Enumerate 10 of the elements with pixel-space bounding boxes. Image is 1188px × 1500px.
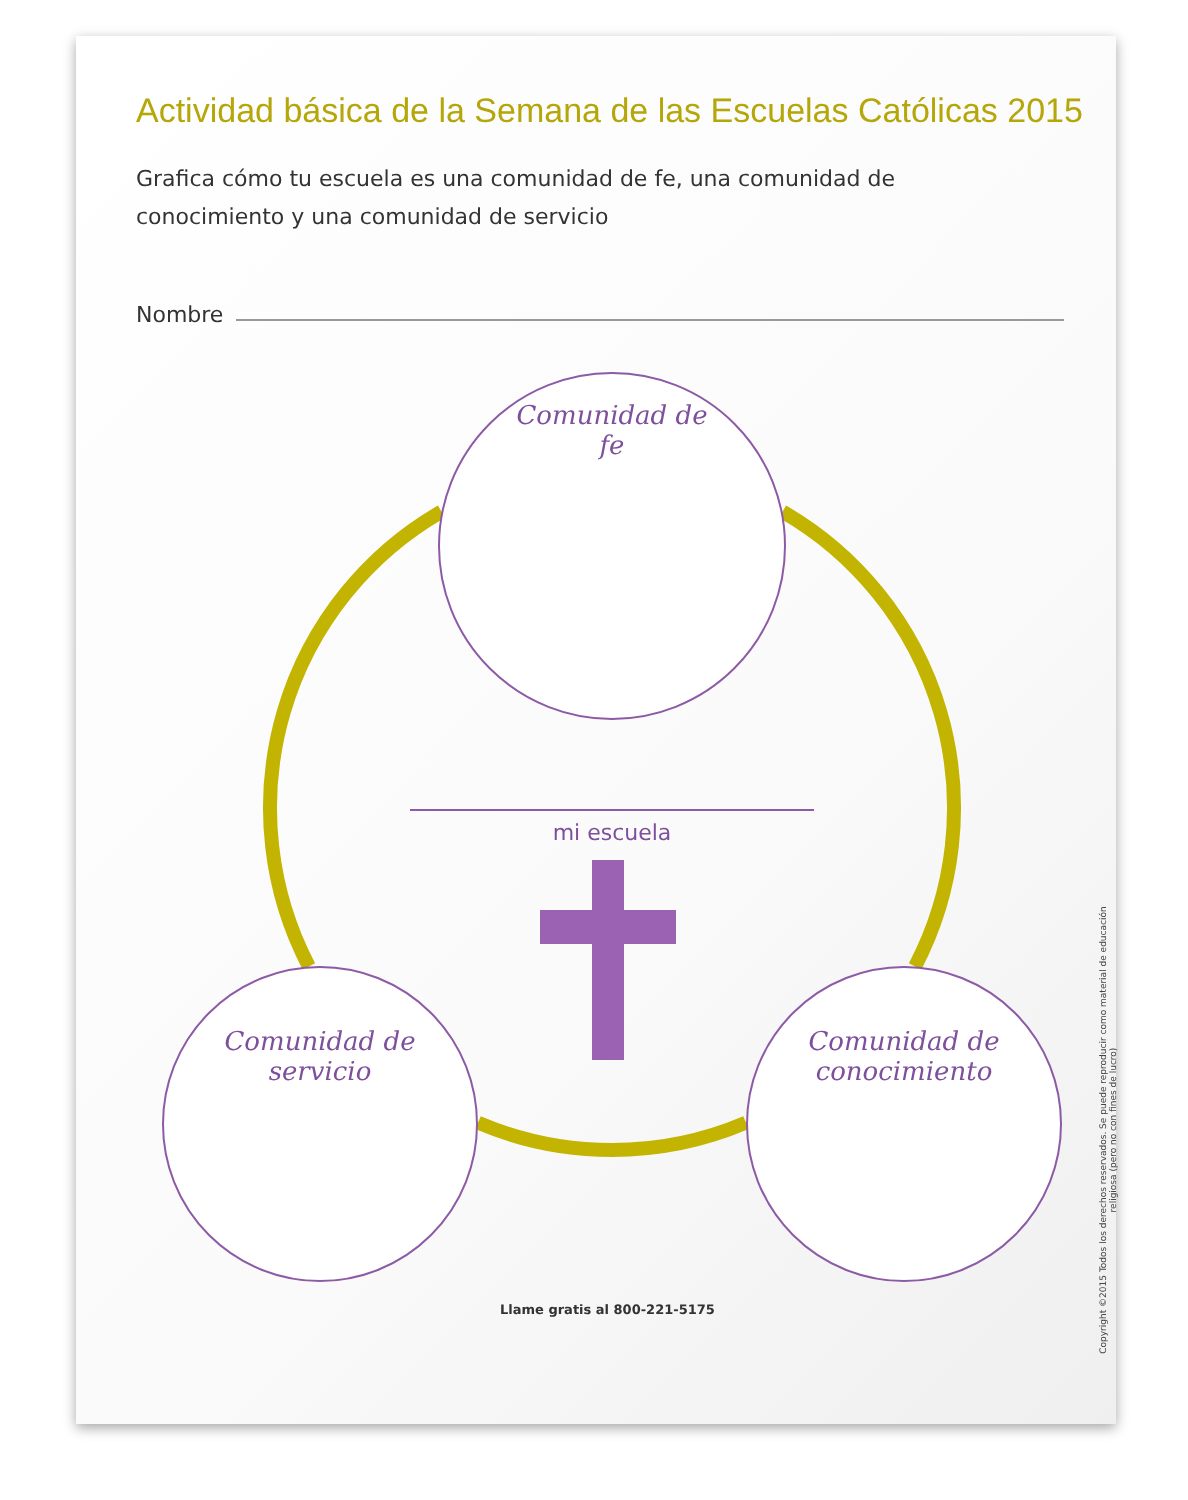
ring-arc <box>475 1116 749 1157</box>
title: Actividad básica de la Semana de las Escuelas Católicas 2015 <box>136 92 1083 132</box>
center-label: mi escuela <box>550 820 674 846</box>
ring-arc <box>263 505 446 970</box>
ring-arc <box>778 505 961 970</box>
circle-heading: Comunidad de fe <box>514 402 710 462</box>
circle-heading: Comunidad de servicio <box>222 1028 418 1088</box>
circle-heading: Comunidad de conocimiento <box>806 1028 1002 1088</box>
name-label: Nombre <box>136 302 224 328</box>
instructions: Grafica cómo tu escuela es una comunidad de fe, una comunidad de conocimiento y una comunidad de servicio <box>136 164 897 234</box>
